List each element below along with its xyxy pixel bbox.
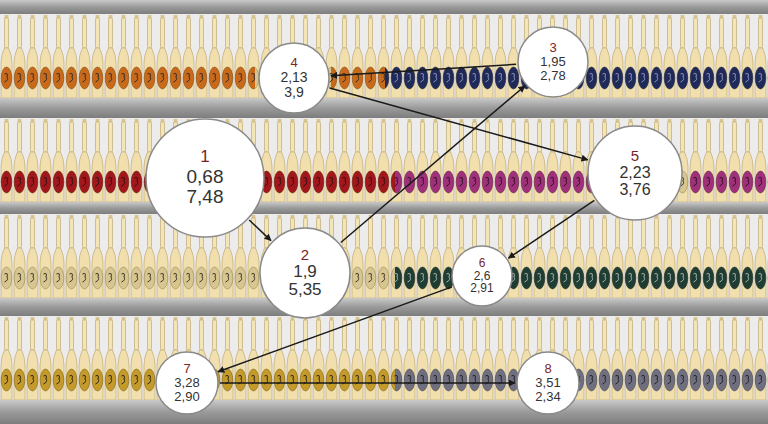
circle-content: 42,133,9: [280, 56, 307, 100]
shelf-board: [0, 400, 768, 424]
callout-number: 4: [290, 56, 297, 70]
bottle-row: [0, 14, 768, 98]
bottle-group: [243, 118, 395, 202]
bottle-group: [0, 14, 255, 98]
shelf-value: 1,95: [540, 55, 565, 69]
shelf-circle: 31,952,78: [517, 26, 589, 98]
bottle-group: [395, 214, 768, 298]
shelf-circle: 73,282,90: [155, 351, 219, 415]
bottle-row: [0, 214, 768, 298]
circle-content: 21,95,35: [288, 247, 321, 300]
shelf-circle: 10,687,48: [145, 118, 265, 238]
flow-arrow: [331, 64, 516, 75]
callout-number: 8: [544, 362, 551, 376]
shelf-value: 2,23: [619, 164, 650, 181]
shelf-value: 2,34: [535, 390, 560, 404]
callout-number: 1: [200, 148, 209, 166]
bottle-row: [0, 316, 768, 400]
bottle-group: [385, 14, 768, 98]
shelf-value: 2,91: [470, 282, 493, 295]
circle-content: 83,512,34: [535, 362, 560, 404]
callout-number: 2: [301, 247, 309, 263]
flow-arrow: [341, 86, 525, 243]
flow-arrow: [220, 382, 515, 384]
flow-arrow: [330, 88, 588, 160]
shelf-value: 7,48: [187, 187, 224, 208]
shelf-value: 3,76: [619, 181, 650, 198]
circle-content: 31,952,78: [540, 41, 565, 83]
shelf-value: 2,6: [474, 270, 491, 283]
shelf-circle: 42,133,9: [258, 42, 330, 114]
shelf-circle: 52,233,76: [587, 125, 683, 221]
bottle-group: [331, 14, 385, 98]
shelf-circle: 83,512,34: [516, 351, 580, 415]
shelf-value: 2,13: [280, 70, 307, 85]
shelf-value: 5,35: [288, 281, 321, 299]
circle-content: 62,62,91: [470, 257, 493, 296]
shelf-board: [0, 298, 768, 316]
shelf-value: 3,9: [284, 85, 303, 100]
bottle-group: [395, 316, 768, 400]
callout-number: 6: [479, 257, 486, 270]
shelf-value: 0,68: [187, 167, 224, 188]
shelf-value: 2,90: [174, 390, 199, 404]
shelf-value: 3,28: [174, 376, 199, 390]
flow-arrow: [509, 200, 595, 258]
flow-arrow: [249, 220, 271, 241]
bottle-group: [690, 118, 768, 202]
callout-number: 3: [549, 41, 556, 55]
circle-content: 52,233,76: [619, 148, 650, 199]
shelf-board: [0, 98, 768, 118]
circle-content: 73,282,90: [174, 362, 199, 404]
shelf-board: [0, 0, 768, 14]
shelf-value: 1,9: [293, 263, 317, 281]
callout-number: 7: [183, 362, 190, 376]
shelf-value: 2,78: [540, 69, 565, 83]
callout-number: 5: [631, 148, 639, 164]
shelf-circle: 21,95,35: [259, 227, 351, 319]
shelf-circle: 62,62,91: [451, 245, 513, 307]
circle-content: 10,687,48: [187, 148, 224, 207]
shelf-value: 3,51: [535, 376, 560, 390]
bottle-group: [0, 118, 165, 202]
